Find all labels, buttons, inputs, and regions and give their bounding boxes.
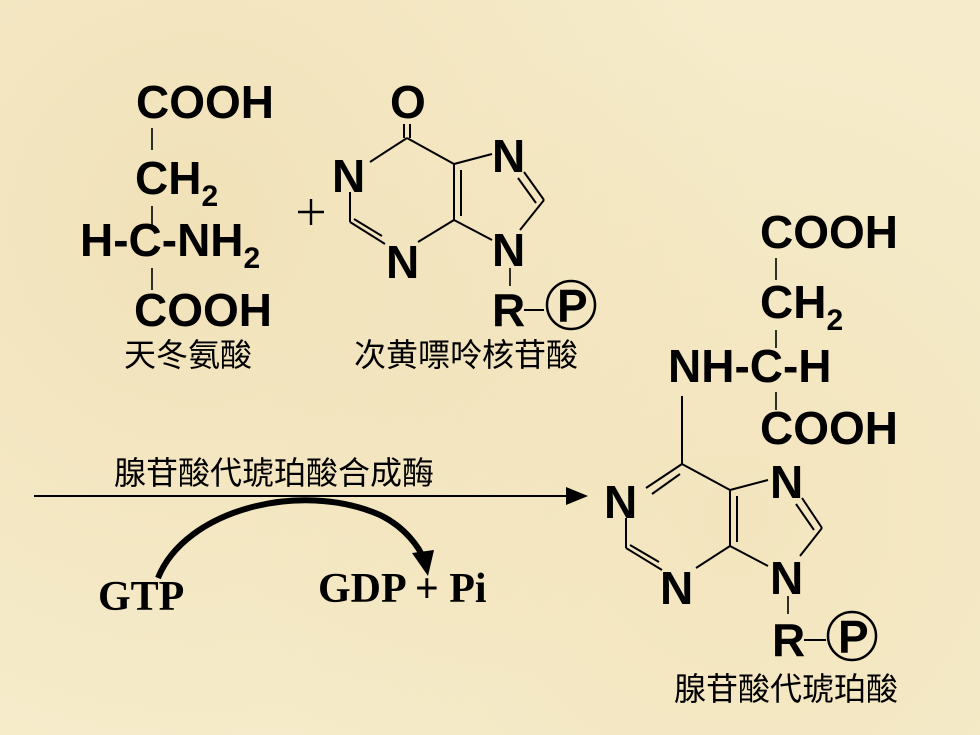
imp-carbonyl-o: O [390, 76, 426, 128]
product-bottom-cooh: COOH [760, 402, 898, 454]
product-n7: N [770, 456, 803, 508]
product-caption: 腺苷酸代琥珀酸 [674, 670, 898, 708]
product-top-cooh: COOH [760, 206, 898, 258]
imp-caption: 次黄嘌呤核苷酸 [354, 336, 578, 374]
imp-phosphate-p: P [557, 280, 588, 332]
enzyme-label: 腺苷酸代琥珀酸合成酶 [114, 454, 434, 492]
product-nh-ch: NH-C-H [668, 340, 832, 392]
reaction-arrow: 腺苷酸代琥珀酸合成酶 GTP GDP + Pi [34, 454, 588, 620]
main-arrow-head [566, 487, 588, 505]
gtp-curved-arrow-head [412, 550, 434, 576]
gtp-label: GTP [98, 574, 184, 620]
product-ch2: CH2 [760, 276, 843, 337]
gdp-pi-label: GDP + Pi [318, 566, 487, 612]
adenylosuccinate-structure: COOH CH2 NH-C-H COOH N N N N R P [604, 206, 898, 708]
imp-n9: N [492, 224, 525, 276]
product-n9: N [770, 552, 803, 604]
aspartate-bottom-cooh: COOH [134, 284, 272, 336]
product-ribose-r: R [772, 614, 805, 666]
product-n1: N [604, 476, 637, 528]
aspartate-caption: 天冬氨酸 [124, 336, 252, 374]
imp-n7: N [492, 130, 525, 182]
aspartate-structure: COOH CH2 H-C-NH2 COOH 天冬氨酸 [80, 76, 274, 374]
imp-phosphate-circle [545, 279, 597, 331]
imp-n1: N [332, 150, 365, 202]
aspartate-top-cooh: COOH [136, 76, 274, 128]
product-phosphate-p: P [838, 611, 869, 663]
plus-sign [298, 199, 324, 225]
product-n3: N [660, 562, 693, 614]
imp-n3: N [386, 236, 419, 288]
aspartate-hc-nh2: H-C-NH2 [80, 214, 260, 275]
product-phosphate-circle [826, 610, 878, 662]
gtp-curved-arrow [155, 497, 427, 580]
aspartate-ch2: CH2 [135, 152, 218, 213]
imp-ribose-r: R [492, 284, 525, 336]
imp-structure: O N N N N R P 次黄嘌呤核苷酸 [332, 76, 597, 374]
